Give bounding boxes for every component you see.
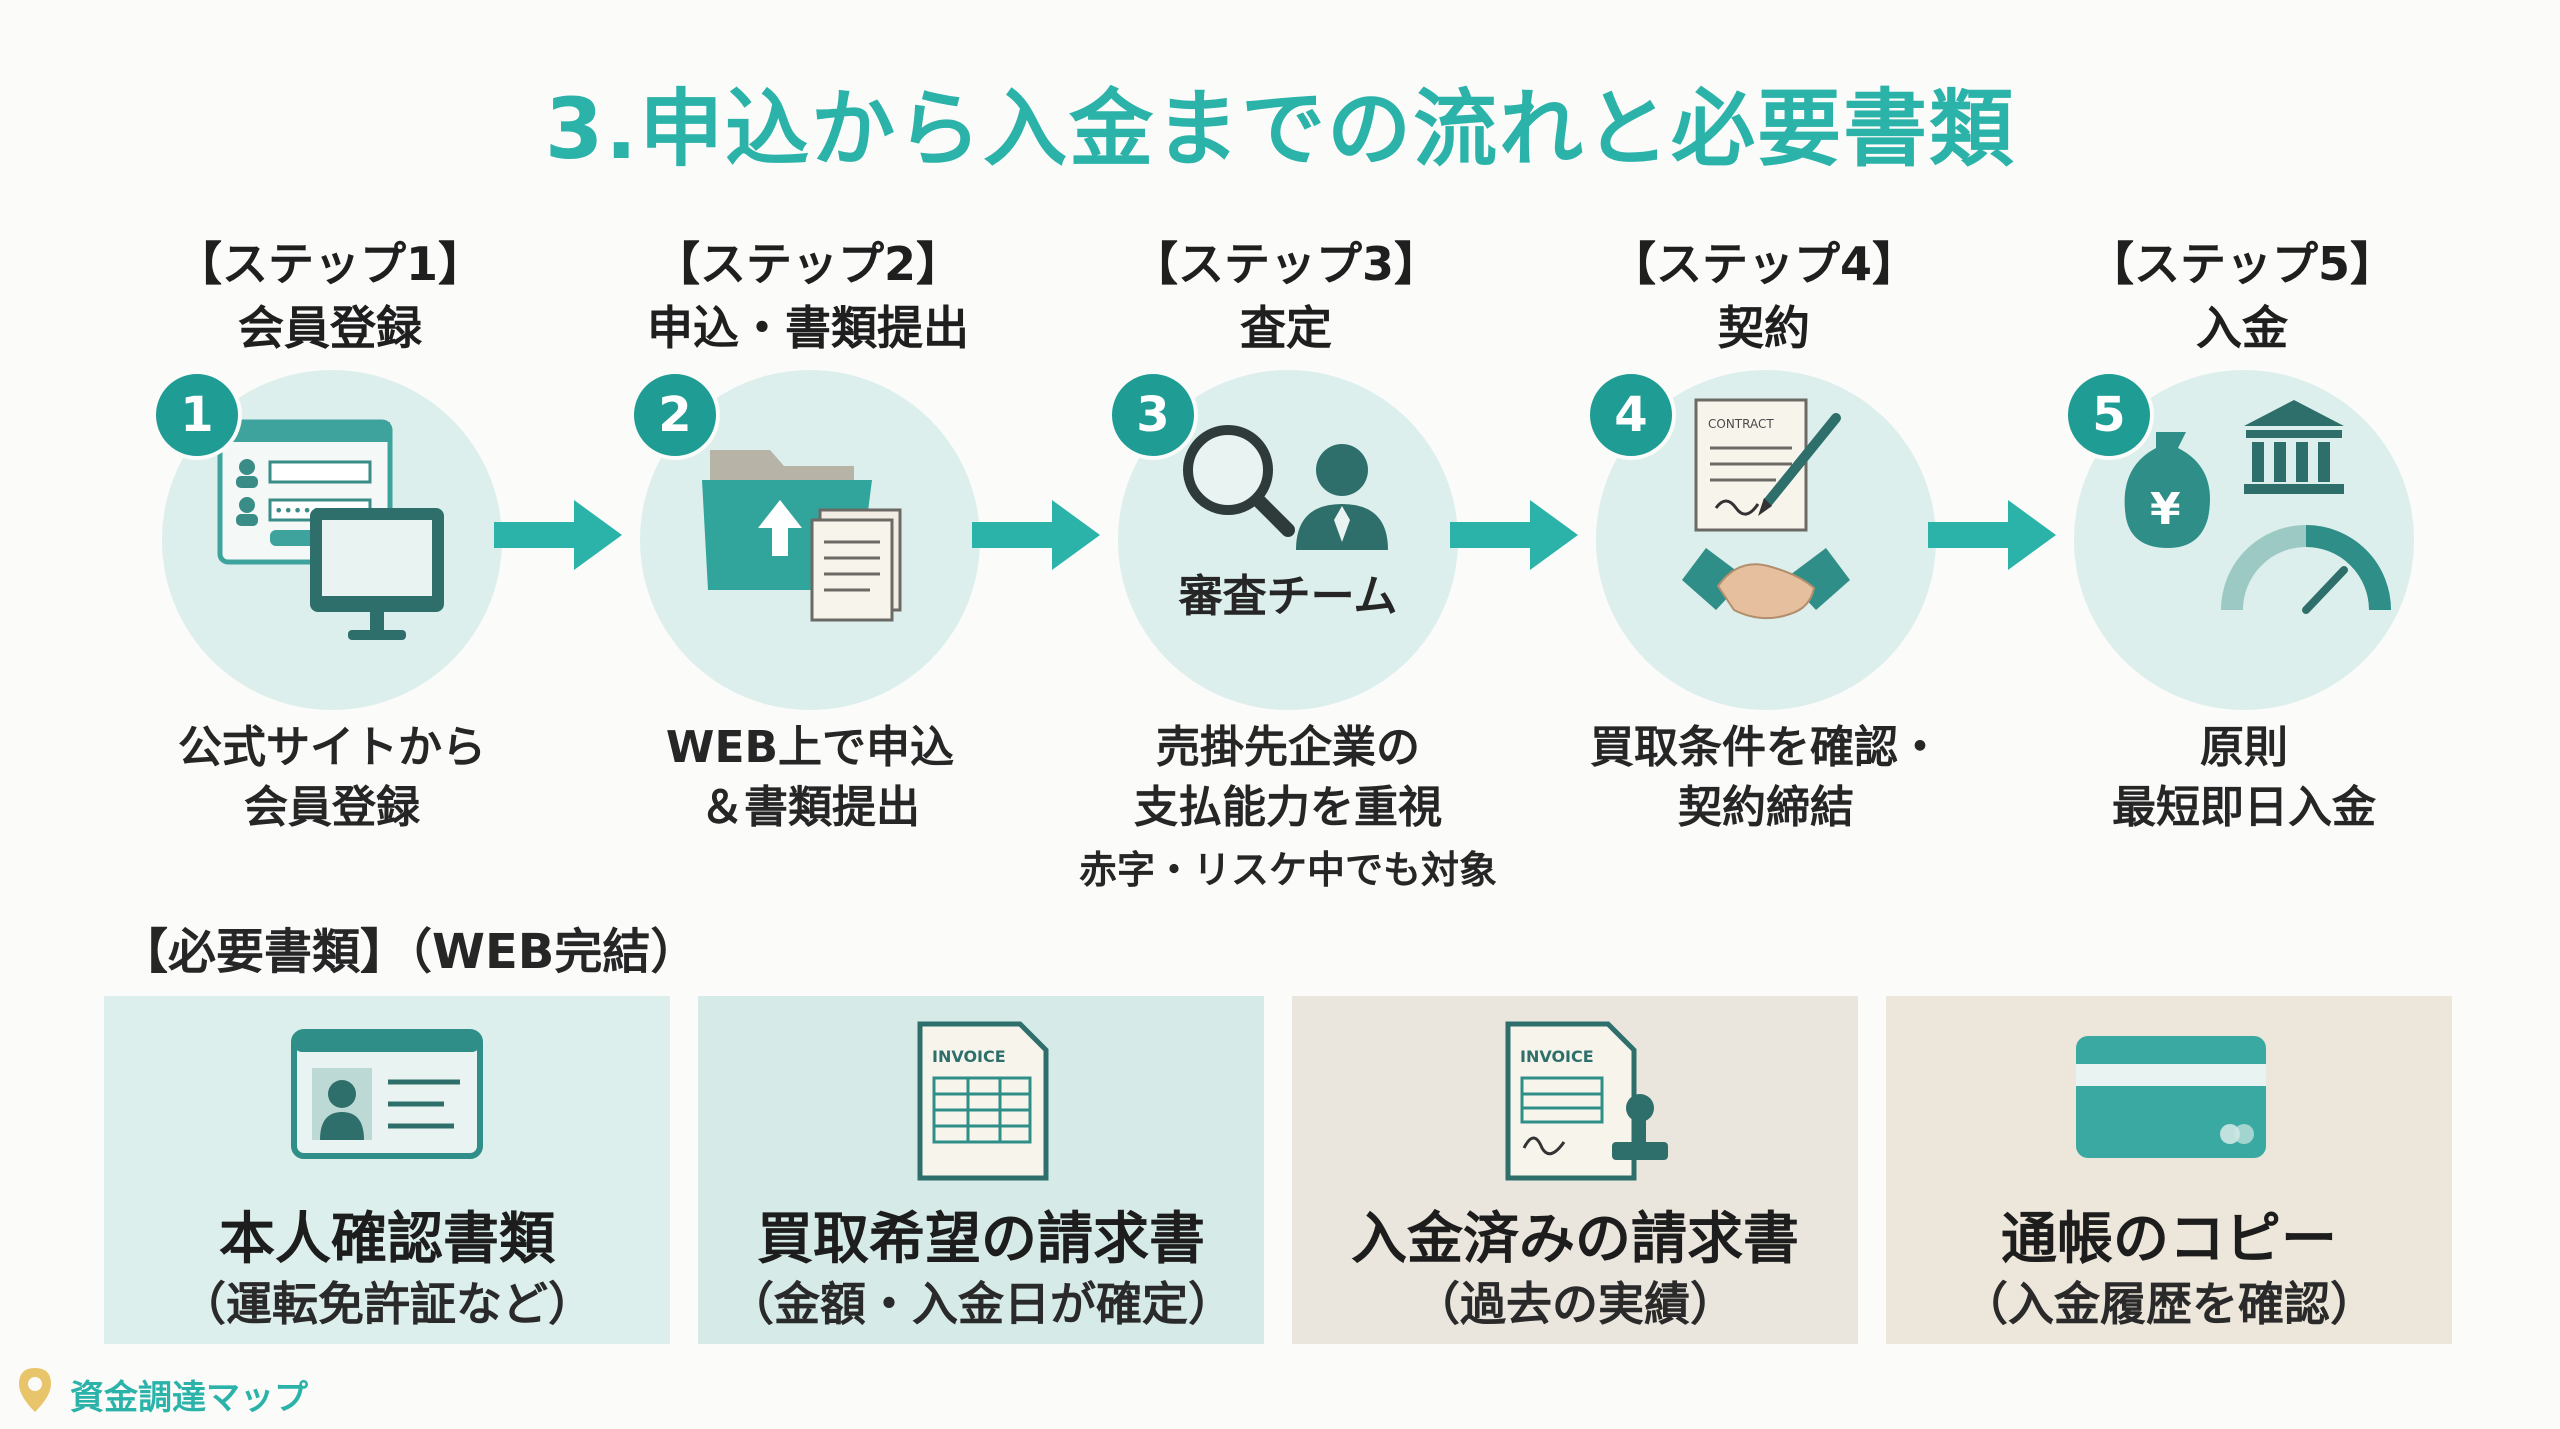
- magnifier-person-icon: [1183, 425, 1388, 550]
- doc-subtitle: （過去の実績）: [1414, 1277, 1736, 1331]
- step-4-header: 【ステップ4】 契約: [1544, 232, 1984, 360]
- step-2-circle: 2: [630, 370, 980, 710]
- step-number-badge: 3: [1108, 370, 1198, 460]
- step-number-badge: 5: [2064, 370, 2154, 460]
- yen-sign: ¥: [2150, 484, 2181, 535]
- required-documents-title: 【必要書類】（WEB完結）: [120, 924, 699, 980]
- id-card-icon: [291, 1029, 483, 1159]
- step-2-header: 【ステップ2】 申込・書類提出: [588, 232, 1028, 360]
- step-name: 入金: [2196, 301, 2288, 355]
- arrow-right-icon: [494, 500, 622, 570]
- step-name: 査定: [1240, 301, 1332, 355]
- doc-title: 買取希望の請求書: [757, 1207, 1205, 1272]
- doc-subtitle: （運転免許証など）: [180, 1277, 594, 1331]
- step-label: 【ステップ5】: [2087, 237, 2396, 291]
- step-2-description: WEB上で申込 ＆書類提出: [665, 722, 955, 833]
- arrow-right-icon: [972, 500, 1100, 570]
- step-name: 契約: [1718, 301, 1810, 355]
- step-5-header: 【ステップ5】 入金: [2022, 232, 2462, 360]
- review-team-label: 審査チーム: [1178, 571, 1398, 622]
- doc-card-invoice: INVOICE 買取希望の請求書 （金額・入金日が確定）: [698, 996, 1264, 1344]
- brand-logo: 資金調達マップ: [10, 1364, 308, 1420]
- step-5-circle: ¥ 5: [2064, 370, 2414, 710]
- step-name: 会員登録: [238, 301, 422, 355]
- step-label: 【ステップ2】: [653, 237, 962, 291]
- contract-handshake-icon: CONTRACT: [1682, 398, 1850, 620]
- step-label: 【ステップ1】: [175, 237, 484, 291]
- doc-subtitle: （入金履歴を確認）: [1962, 1277, 2376, 1331]
- doc-subtitle: （金額・入金日が確定）: [728, 1277, 1234, 1331]
- invoice-word: INVOICE: [1520, 1047, 1594, 1066]
- arrow-right-icon: [1928, 500, 2056, 570]
- invoice-word: INVOICE: [932, 1047, 1006, 1066]
- step-3-header: 【ステップ3】 査定: [1066, 232, 1506, 360]
- step-number-badge: 4: [1586, 370, 1676, 460]
- doc-title: 本人確認書類: [219, 1207, 555, 1272]
- step-1-description: 公式サイトから 会員登録: [178, 722, 486, 833]
- doc-title: 入金済みの請求書: [1351, 1207, 1799, 1272]
- money-bank-speed-icon: ¥: [2124, 400, 2391, 614]
- step-1-circle: •••••• 1: [152, 370, 502, 710]
- step-label: 【ステップ4】: [1609, 237, 1918, 291]
- stamped-invoice-icon: INVOICE: [1505, 1021, 1668, 1181]
- step-name: 申込・書類提出: [647, 301, 969, 355]
- registration-screen-icon: ••••••: [217, 419, 444, 640]
- doc-title: 通帳のコピー: [2001, 1207, 2337, 1272]
- step-number-badge: 2: [630, 370, 720, 460]
- arrow-right-icon: [1450, 500, 1578, 570]
- step-1-header: 【ステップ1】 会員登録: [110, 232, 550, 360]
- page-title: 3.申込から入金までの流れと必要書類: [544, 80, 2016, 178]
- step-4-description: 買取条件を確認・ 契約締結: [1590, 722, 1942, 833]
- bank-card-icon: [2076, 1036, 2266, 1158]
- invoice-icon: INVOICE: [917, 1021, 1049, 1181]
- brand-name: 資金調達マップ: [70, 1378, 308, 1418]
- doc-card-id: 本人確認書類 （運転免許証など）: [104, 996, 670, 1344]
- doc-card-paid-invoice: INVOICE 入金済みの請求書 （過去の実績）: [1292, 996, 1858, 1344]
- doc-card-passbook: 通帳のコピー （入金履歴を確認）: [1886, 996, 2452, 1344]
- step-5-description: 原則 最短即日入金: [2112, 722, 2376, 833]
- step-4-circle: CONTRACT 4: [1586, 370, 1936, 710]
- step-3-circle: 審査チーム 3: [1108, 370, 1458, 710]
- step-3-description: 売掛先企業の 支払能力を重視 赤字・リスケ中でも対象: [1078, 722, 1497, 892]
- contract-word: CONTRACT: [1708, 417, 1774, 431]
- step-number-badge: 1: [152, 370, 242, 460]
- map-pin-logo-icon: [19, 1368, 51, 1412]
- folder-upload-icon: [702, 450, 902, 622]
- step-label: 【ステップ3】: [1131, 237, 1440, 291]
